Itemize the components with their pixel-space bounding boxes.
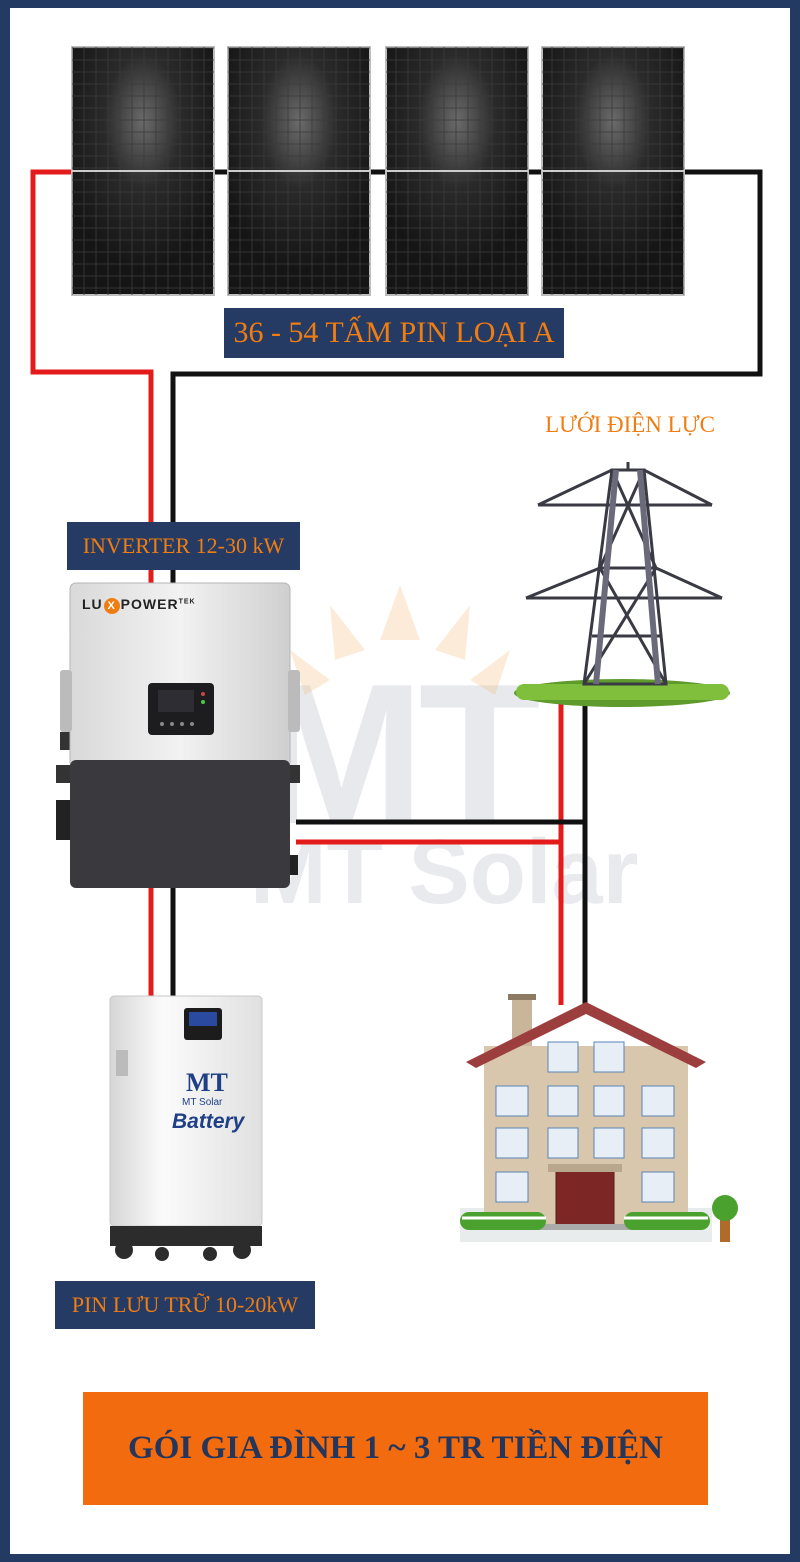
house-icon — [460, 994, 738, 1242]
watermark-sun — [290, 585, 510, 695]
battery-label: PIN LƯU TRỮ 10-20kW — [55, 1281, 315, 1329]
inverter-brand-suffix: TEK — [178, 598, 196, 606]
watermark-brand: MT Solar — [250, 821, 639, 923]
watermark-logo: MT — [258, 643, 541, 866]
solar-panel — [385, 46, 529, 296]
grid-label: LƯỚI ĐIỆN LỰC — [545, 412, 715, 437]
inverter-brand-left: LU — [82, 596, 103, 612]
wiring — [30, 169, 763, 1005]
battery-logo: MT — [186, 1068, 228, 1097]
transmission-tower-icon — [514, 462, 730, 707]
battery-product-name: Battery — [172, 1110, 245, 1133]
inverter-brand-mark: X — [103, 598, 120, 614]
inverter-unit — [56, 582, 300, 888]
package-banner: GÓI GIA ĐÌNH 1 ~ 3 TR TIỀN ĐIỆN — [83, 1392, 708, 1505]
solar-panel — [227, 46, 371, 296]
panels-label: 36 - 54 TẤM PIN LOẠI A — [224, 308, 564, 358]
inverter-brand-right: POWER — [120, 596, 179, 612]
package-title: GÓI GIA ĐÌNH 1 ~ 3 TR TIỀN ĐIỆN — [128, 1430, 663, 1466]
battery-brand-sub: MT Solar — [182, 1097, 223, 1108]
panel-negative-wire — [170, 169, 763, 590]
solar-panel — [541, 46, 685, 296]
solar-panel — [71, 46, 215, 296]
inverter-label: INVERTER 12-30 kW — [67, 522, 300, 570]
battery-unit — [109, 995, 263, 1261]
solar-panel-array — [71, 46, 685, 296]
panel-positive-wire — [30, 169, 154, 590]
